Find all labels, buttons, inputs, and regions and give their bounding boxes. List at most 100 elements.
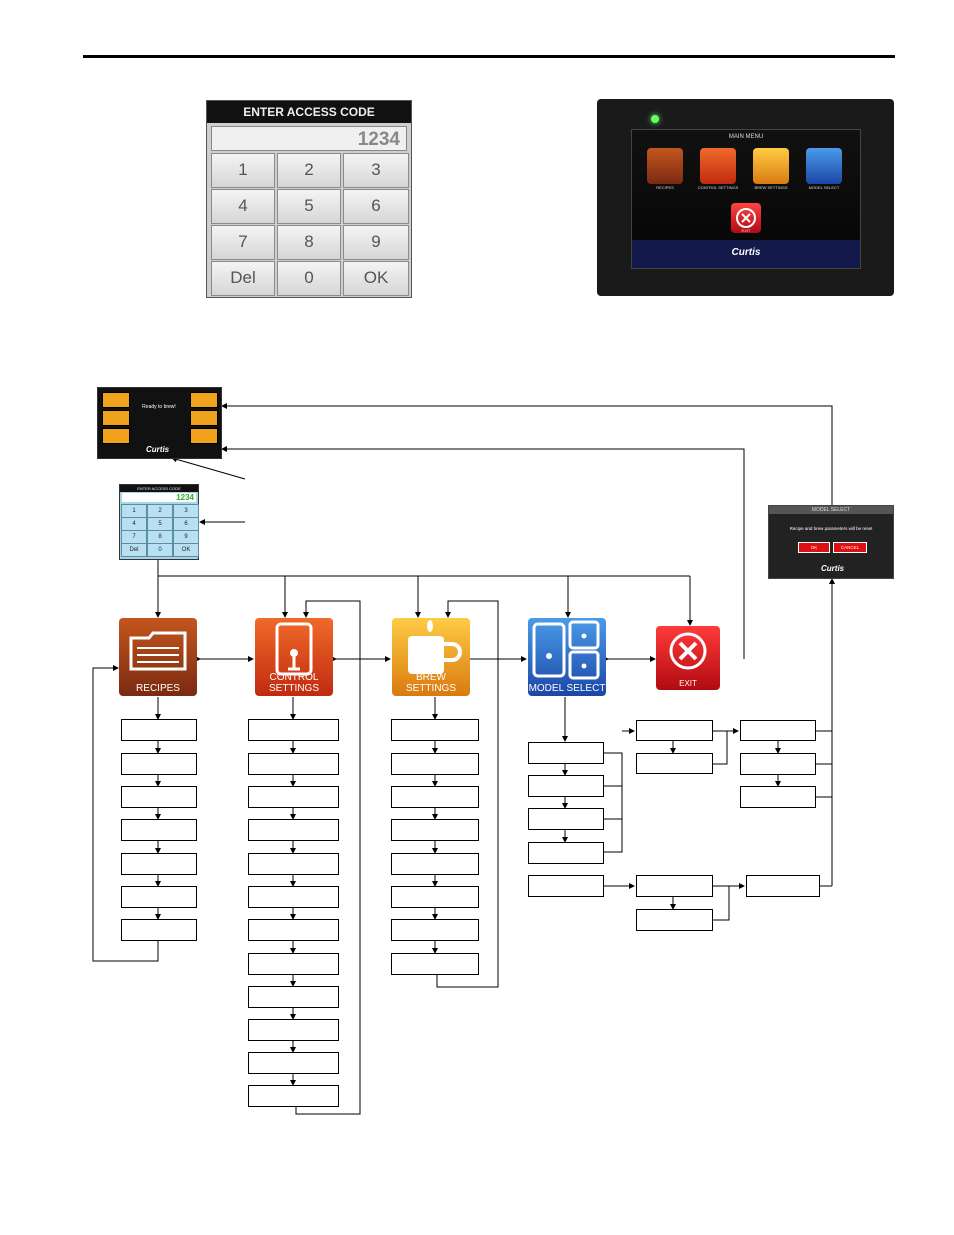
model-sub-b2[interactable]	[740, 753, 816, 775]
recipes-menu-icon[interactable]: RECIPES	[119, 618, 197, 696]
dialog-ok-button[interactable]: OK	[798, 542, 830, 553]
brew-step-2[interactable]	[391, 753, 479, 775]
brew-step-3[interactable]	[391, 786, 479, 808]
exit-menu-icon[interactable]: EXIT	[656, 626, 720, 690]
recipes-step-7[interactable]	[121, 919, 197, 941]
key-del[interactable]: Del	[211, 261, 275, 296]
recipes-icon[interactable]	[647, 148, 683, 184]
key-7[interactable]: 7	[121, 530, 147, 544]
brew-button-right-2[interactable]	[190, 410, 218, 426]
key-5[interactable]: 5	[147, 517, 173, 531]
key-del[interactable]: Del	[121, 543, 147, 557]
main-menu-photo: MAIN MENU RECIPES CONTROL SETTINGS BREW …	[597, 99, 894, 296]
recipes-step-6[interactable]	[121, 886, 197, 908]
brew-settings-icon[interactable]	[753, 148, 789, 184]
control-step-6[interactable]	[248, 886, 339, 908]
home-screen: Ready to brew! Curtis	[97, 387, 222, 459]
model-sub-b1[interactable]	[740, 720, 816, 741]
recipes-label: RECIPES	[136, 683, 180, 694]
recipes-step-5[interactable]	[121, 853, 197, 875]
brewer-models-icon	[532, 620, 600, 680]
brew-settings-label: BREW SETTINGS	[405, 672, 456, 694]
brew-step-1[interactable]	[391, 719, 479, 741]
brew-step-7[interactable]	[391, 919, 479, 941]
model-step-4[interactable]	[528, 842, 604, 864]
model-sub-c1[interactable]	[636, 875, 713, 897]
key-2[interactable]: 2	[277, 153, 341, 188]
key-ok[interactable]: OK	[173, 543, 199, 557]
access-code-keypad: ENTER ACCESS CODE 1234 1 2 3 4 5 6 7 8 9…	[119, 484, 199, 560]
key-8[interactable]: 8	[147, 530, 173, 544]
curtis-logo: Curtis	[146, 445, 170, 454]
brew-step-6[interactable]	[391, 886, 479, 908]
key-ok[interactable]: OK	[343, 261, 409, 296]
keypad-title: ENTER ACCESS CODE	[120, 485, 198, 492]
brew-button-left-3[interactable]	[102, 428, 130, 444]
control-step-7[interactable]	[248, 919, 339, 941]
control-step-2[interactable]	[248, 753, 339, 775]
control-step-12[interactable]	[248, 1085, 339, 1107]
curtis-logo: Curtis	[731, 247, 761, 258]
brew-settings-menu-icon[interactable]: BREW SETTINGS	[392, 618, 470, 696]
brew-step-4[interactable]	[391, 819, 479, 841]
brew-button-right-3[interactable]	[190, 428, 218, 444]
key-9[interactable]: 9	[343, 225, 409, 260]
control-step-11[interactable]	[248, 1052, 339, 1074]
brew-step-5[interactable]	[391, 853, 479, 875]
control-step-3[interactable]	[248, 786, 339, 808]
close-icon	[669, 632, 707, 670]
model-select-icon[interactable]	[806, 148, 842, 184]
keypad-display: 1234	[122, 493, 196, 502]
key-3[interactable]: 3	[173, 504, 199, 518]
control-step-1[interactable]	[248, 719, 339, 741]
key-4[interactable]: 4	[121, 517, 147, 531]
brew-settings-label: BREW SETTINGS	[754, 185, 788, 190]
model-sub-a2[interactable]	[636, 753, 713, 774]
control-step-10[interactable]	[248, 1019, 339, 1041]
ready-status: Ready to brew!	[142, 404, 176, 410]
brew-step-8[interactable]	[391, 953, 479, 975]
key-6[interactable]: 6	[343, 189, 409, 224]
dialog-title: MODEL SELECT	[769, 506, 893, 514]
recipes-step-3[interactable]	[121, 786, 197, 808]
key-3[interactable]: 3	[343, 153, 409, 188]
dialog-message: Recipe and brew parameters will be reset	[789, 526, 873, 531]
model-step-1[interactable]	[528, 742, 604, 764]
brew-button-left-1[interactable]	[102, 392, 130, 408]
exit-icon[interactable]	[731, 203, 761, 233]
control-step-8[interactable]	[248, 953, 339, 975]
model-sub-c2[interactable]	[636, 909, 713, 931]
model-select-dialog: MODEL SELECT Recipe and brew parameters …	[768, 505, 894, 579]
key-9[interactable]: 9	[173, 530, 199, 544]
key-0[interactable]: 0	[277, 261, 341, 296]
key-5[interactable]: 5	[277, 189, 341, 224]
control-settings-icon[interactable]	[700, 148, 736, 184]
model-sub-b3[interactable]	[740, 786, 816, 808]
key-1[interactable]: 1	[211, 153, 275, 188]
recipes-step-4[interactable]	[121, 819, 197, 841]
recipes-step-2[interactable]	[121, 753, 197, 775]
control-settings-menu-icon[interactable]: CONTROL SETTINGS	[255, 618, 333, 696]
key-6[interactable]: 6	[173, 517, 199, 531]
control-step-4[interactable]	[248, 819, 339, 841]
brew-button-left-2[interactable]	[102, 410, 130, 426]
brew-button-right-1[interactable]	[190, 392, 218, 408]
control-step-9[interactable]	[248, 986, 339, 1008]
model-step-5[interactable]	[528, 875, 604, 897]
model-sub-d1[interactable]	[746, 875, 820, 897]
model-step-3[interactable]	[528, 808, 604, 830]
key-1[interactable]: 1	[121, 504, 147, 518]
control-step-5[interactable]	[248, 853, 339, 875]
key-0[interactable]: 0	[147, 543, 173, 557]
key-8[interactable]: 8	[277, 225, 341, 260]
key-4[interactable]: 4	[211, 189, 275, 224]
model-step-2[interactable]	[528, 775, 604, 797]
key-2[interactable]: 2	[147, 504, 173, 518]
main-menu-title: MAIN MENU	[728, 134, 764, 140]
key-7[interactable]: 7	[211, 225, 275, 260]
dialog-cancel-button[interactable]: CANCEL	[833, 542, 867, 553]
recipes-step-1[interactable]	[121, 719, 197, 741]
model-select-menu-icon[interactable]: MODEL SELECT	[528, 618, 606, 696]
model-sub-a1[interactable]	[636, 720, 713, 741]
